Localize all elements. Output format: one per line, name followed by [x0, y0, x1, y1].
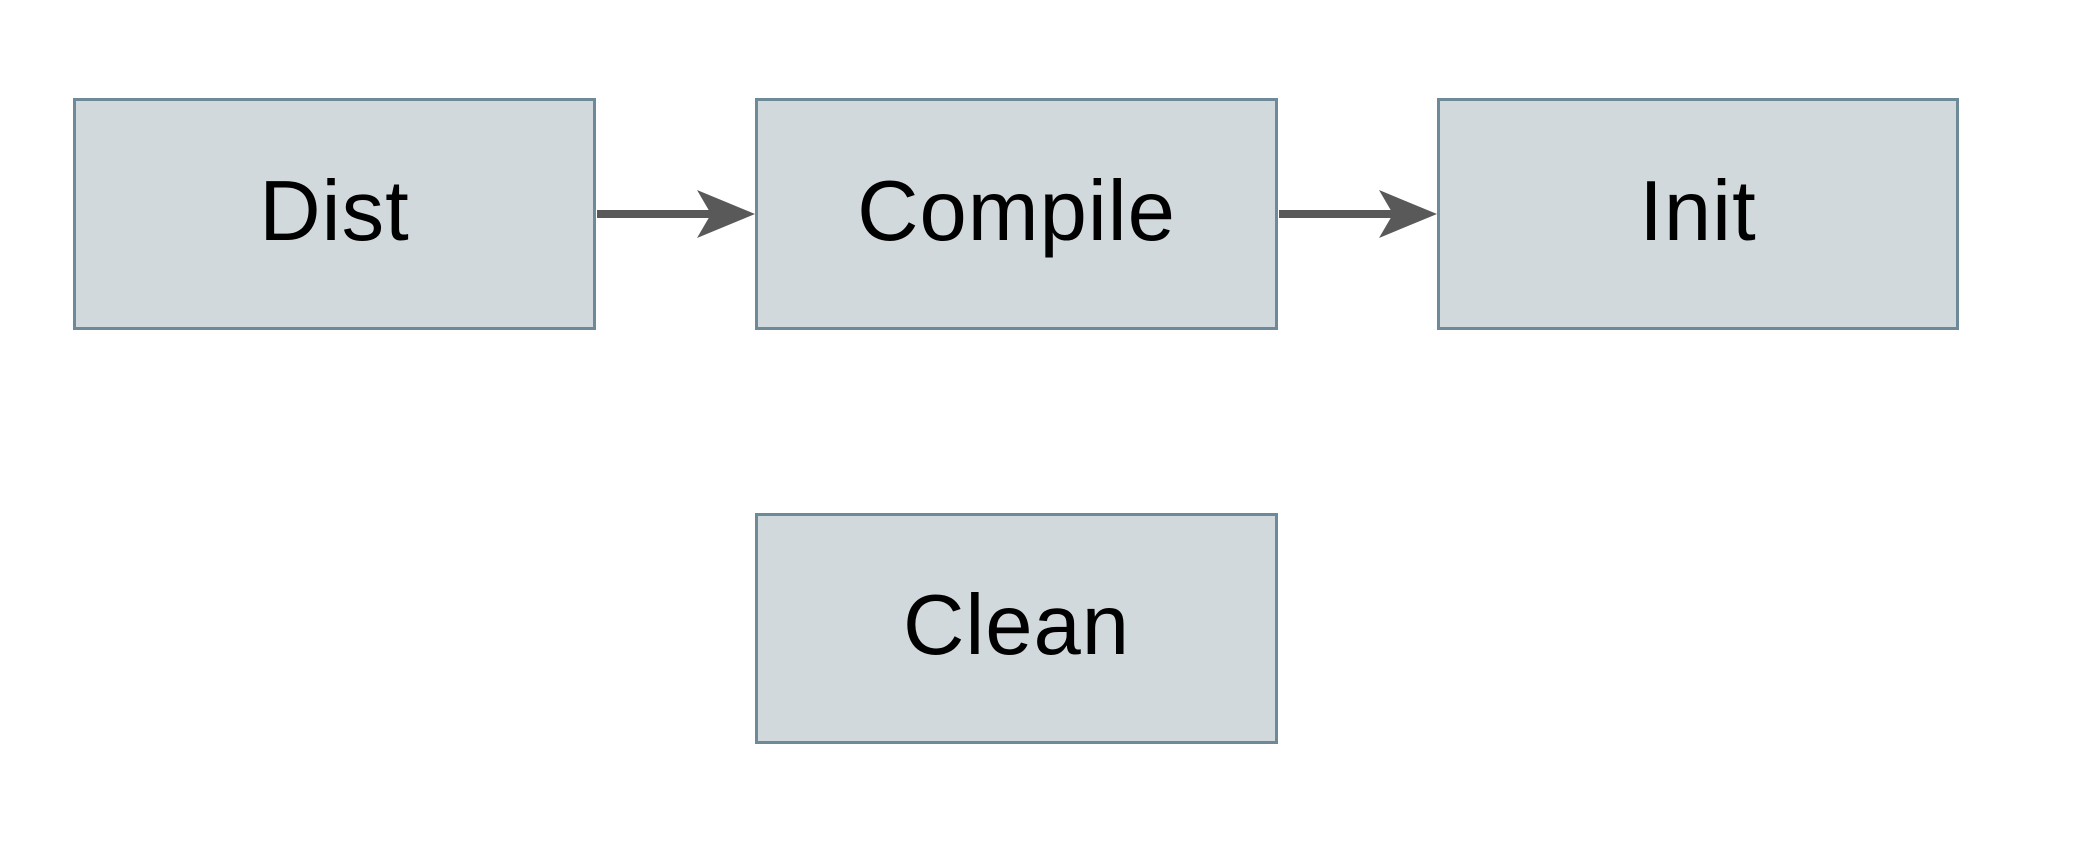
node-dist-label: Dist [259, 163, 410, 259]
arrow-dist-to-compile-head [697, 190, 755, 238]
node-compile: Compile [755, 98, 1278, 330]
node-dist: Dist [73, 98, 596, 330]
node-clean-label: Clean [902, 578, 1131, 673]
node-compile-label: Compile [857, 163, 1176, 259]
arrow-dist-to-compile [597, 190, 755, 238]
arrow-compile-to-init-head [1379, 190, 1437, 238]
node-init-label: Init [1639, 163, 1757, 259]
node-clean: Clean [755, 513, 1278, 744]
node-init: Init [1437, 98, 1959, 330]
arrow-compile-to-init [1279, 190, 1437, 238]
